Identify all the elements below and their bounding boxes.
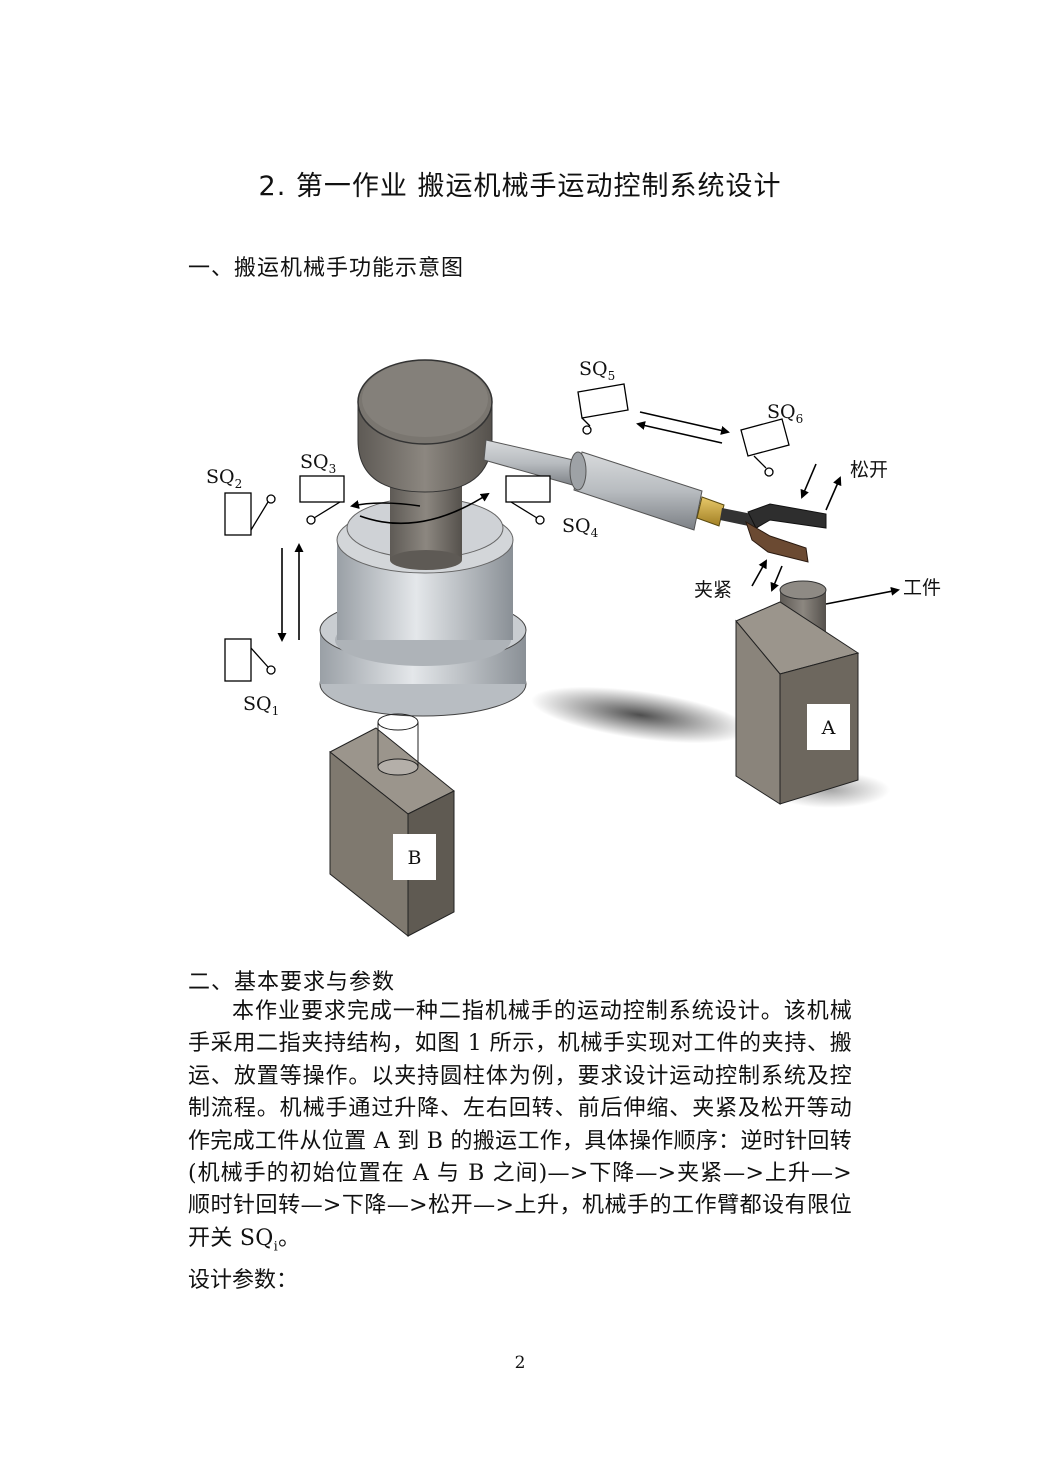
block-a [735,601,860,805]
position-b-label: B [393,834,436,880]
page-number: 2 [514,1353,526,1373]
label-sq4: SQ4 [562,515,599,540]
base-shadow [531,686,749,744]
svg-text:B: B [408,847,422,869]
limit-switch-6 [740,418,790,477]
label-sq6: SQ6 [767,401,803,426]
label-clamp: 夹紧 [694,579,732,601]
placed-cylinder-outline [377,713,419,776]
limit-switch-1 [224,638,276,682]
limit-switch-5 [577,383,629,435]
limit-switch-3 [299,475,345,525]
label-sq3: SQ3 [300,451,336,476]
motion-arrows [277,411,900,642]
robot-arm-diagram: SQ1 SQ2 SQ3 SQ4 SQ5 SQ6 松开 夹紧 工件 A B [206,358,941,938]
design-params-label: 设计参数： [188,1268,299,1293]
svg-text:A: A [821,717,836,739]
requirements-text: 本作业要求完成一种二指机械手的运动控制系统设计。该机械手采用二指夹持结构，如图 … [188,999,852,1251]
requirements-end: 。 [278,1225,301,1251]
position-a-label: A [807,704,850,750]
label-release: 松开 [850,459,888,481]
label-sq1: SQ1 [243,693,279,718]
label-workpiece: 工件 [903,577,941,599]
block-b [329,713,455,938]
gripper [720,503,827,563]
page-title: 2. 第一作业 搬运机械手运动控制系统设计 [258,171,782,202]
section-heading-diagram: 一、搬运机械手功能示意图 [188,256,465,281]
label-sq5: SQ5 [579,358,615,383]
robot-head [357,359,493,493]
limit-switch-4 [505,475,551,525]
label-sq2: SQ2 [206,466,242,491]
limit-switch-2 [224,492,276,536]
section-heading-requirements: 二、基本要求与参数 [188,970,396,995]
robot-arm [483,439,725,531]
requirements-subscript: i [273,1239,279,1255]
requirements-paragraph: 本作业要求完成一种二指机械手的运动控制系统设计。该机械手采用二指夹持结构，如图 … [188,996,852,1264]
